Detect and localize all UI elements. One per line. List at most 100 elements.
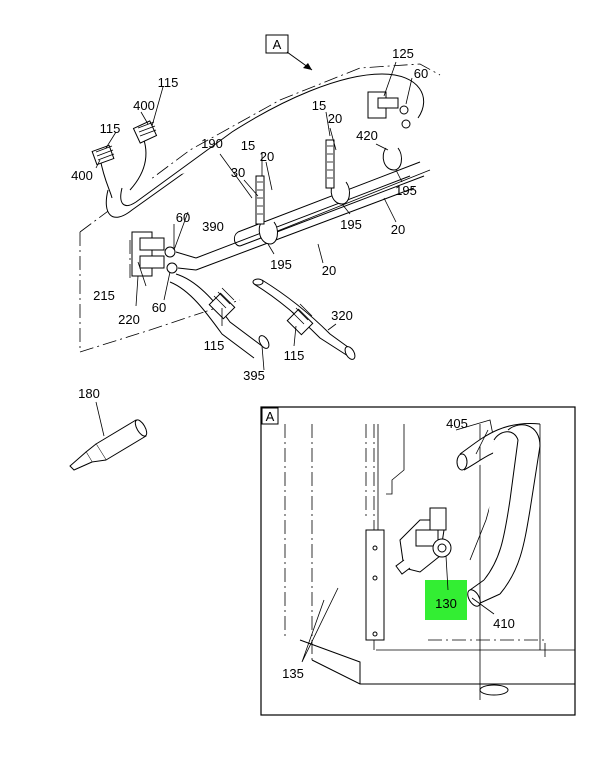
fitting-60a-2 bbox=[401, 119, 411, 129]
fitting-115a bbox=[91, 144, 115, 166]
bracket-15b-holes bbox=[327, 145, 333, 179]
callout-195a: 195 bbox=[270, 257, 292, 272]
cab-outline-bottom bbox=[79, 299, 241, 353]
view-a-arrowhead bbox=[303, 63, 312, 70]
fitting-115c bbox=[208, 292, 236, 320]
callout-130: 130 bbox=[435, 596, 457, 611]
fitting-115c-threads bbox=[213, 287, 235, 309]
valve-125-body bbox=[377, 97, 399, 109]
pipe-upper-end bbox=[233, 231, 241, 247]
main-assembly: A bbox=[71, 34, 441, 383]
hose-405-end bbox=[456, 453, 468, 471]
callout-135: 135 bbox=[282, 666, 304, 681]
floor-dash bbox=[428, 639, 546, 660]
pipe-lower bbox=[195, 175, 411, 259]
sealant-tube-nozzle bbox=[69, 451, 93, 471]
callout-410: 410 bbox=[493, 616, 515, 631]
hose-lower-b-bot bbox=[261, 279, 353, 351]
callout-395: 395 bbox=[243, 368, 265, 383]
cab-outline-top bbox=[79, 63, 441, 233]
panel-hole-1 bbox=[372, 545, 378, 551]
bracket-15a bbox=[255, 175, 265, 225]
callout-420: 420 bbox=[356, 128, 378, 143]
valve-130-port bbox=[395, 559, 411, 575]
detail-label-box bbox=[261, 407, 279, 425]
callout-400a: 400 bbox=[133, 98, 155, 113]
fitting-60b bbox=[164, 246, 176, 258]
callout-15b: 15 bbox=[241, 138, 255, 153]
valve-130-knob-center bbox=[437, 543, 447, 553]
panel-edge bbox=[377, 424, 405, 530]
callout-20b: 20 bbox=[260, 149, 274, 164]
panel-hole-3 bbox=[372, 631, 378, 637]
callout-20d: 20 bbox=[391, 222, 405, 237]
view-a-label: A bbox=[273, 37, 282, 52]
detail-view-a: A bbox=[260, 406, 576, 716]
callout-125: 125 bbox=[392, 46, 414, 61]
hose-410-inner bbox=[483, 431, 519, 581]
fitting-115d bbox=[286, 308, 314, 336]
callout-115c: 115 bbox=[204, 338, 225, 353]
callout-20c: 20 bbox=[322, 263, 336, 278]
fitting-60c bbox=[166, 262, 178, 274]
callout-30: 30 bbox=[231, 165, 245, 180]
view-a-box bbox=[265, 34, 289, 54]
upper-hose-inner bbox=[120, 73, 425, 206]
callout-190: 190 bbox=[201, 136, 223, 151]
leader-180 bbox=[95, 401, 105, 437]
callout-195c: 195 bbox=[395, 183, 417, 198]
fitting-115b bbox=[132, 120, 158, 144]
valve-130-top bbox=[429, 507, 447, 531]
hose-end-395 bbox=[258, 335, 270, 349]
callout-180: 180 bbox=[78, 386, 100, 401]
hose-lower-a-bot bbox=[169, 281, 255, 359]
floor-step bbox=[299, 639, 361, 684]
frame-vertical bbox=[479, 424, 541, 700]
fitting-115a-threads bbox=[95, 145, 115, 161]
hose-end-320 bbox=[344, 346, 356, 360]
valve-body-a bbox=[139, 237, 165, 251]
hose-top-320 bbox=[252, 278, 264, 286]
hose-end-400a bbox=[99, 157, 113, 199]
callout-60b: 60 bbox=[176, 210, 190, 225]
callout-115a: 115 bbox=[158, 75, 179, 90]
panel-dash-mid bbox=[365, 424, 375, 650]
fitting-115d-threads bbox=[291, 303, 313, 325]
callout-15a: 15 bbox=[312, 98, 326, 113]
leader-lines-main bbox=[95, 61, 413, 371]
callout-195b: 195 bbox=[340, 217, 362, 232]
panel-hole-2 bbox=[372, 575, 378, 581]
highlight-130 bbox=[425, 580, 467, 620]
callout-60a: 60 bbox=[414, 66, 428, 81]
callout-220: 220 bbox=[118, 312, 140, 327]
callout-320: 320 bbox=[331, 308, 353, 323]
callout-60c: 60 bbox=[152, 300, 166, 315]
hose-410-tip-a bbox=[477, 593, 501, 605]
callout-390: 390 bbox=[202, 219, 224, 234]
sealant-tube-180: 180 bbox=[69, 386, 148, 471]
pipe-upper bbox=[237, 161, 421, 233]
hose-410-tip-b bbox=[469, 579, 485, 591]
callout-405: 405 bbox=[446, 416, 468, 431]
valve-body-b bbox=[139, 255, 165, 269]
valve-pipes bbox=[175, 251, 197, 271]
callout-20a: 20 bbox=[328, 111, 342, 126]
callout-115d: 115 bbox=[284, 348, 305, 363]
bracket-15a-holes bbox=[257, 181, 263, 215]
callout-115b: 115 bbox=[100, 121, 121, 136]
callout-400b: 400 bbox=[71, 168, 93, 183]
clamp-195a bbox=[258, 221, 278, 245]
panel-dash-left bbox=[284, 424, 313, 660]
floor-hole bbox=[479, 684, 509, 696]
bracket-15b bbox=[325, 139, 335, 189]
leader-lines-detail bbox=[301, 429, 495, 663]
pipe-lower-b bbox=[195, 187, 415, 271]
sealant-tube-cap bbox=[134, 419, 148, 437]
fitting-60a-1 bbox=[399, 105, 409, 115]
detail-label: A bbox=[266, 409, 275, 424]
clamp-195c bbox=[382, 147, 402, 171]
callout-215: 215 bbox=[93, 288, 115, 303]
valve-130-body bbox=[415, 529, 439, 547]
